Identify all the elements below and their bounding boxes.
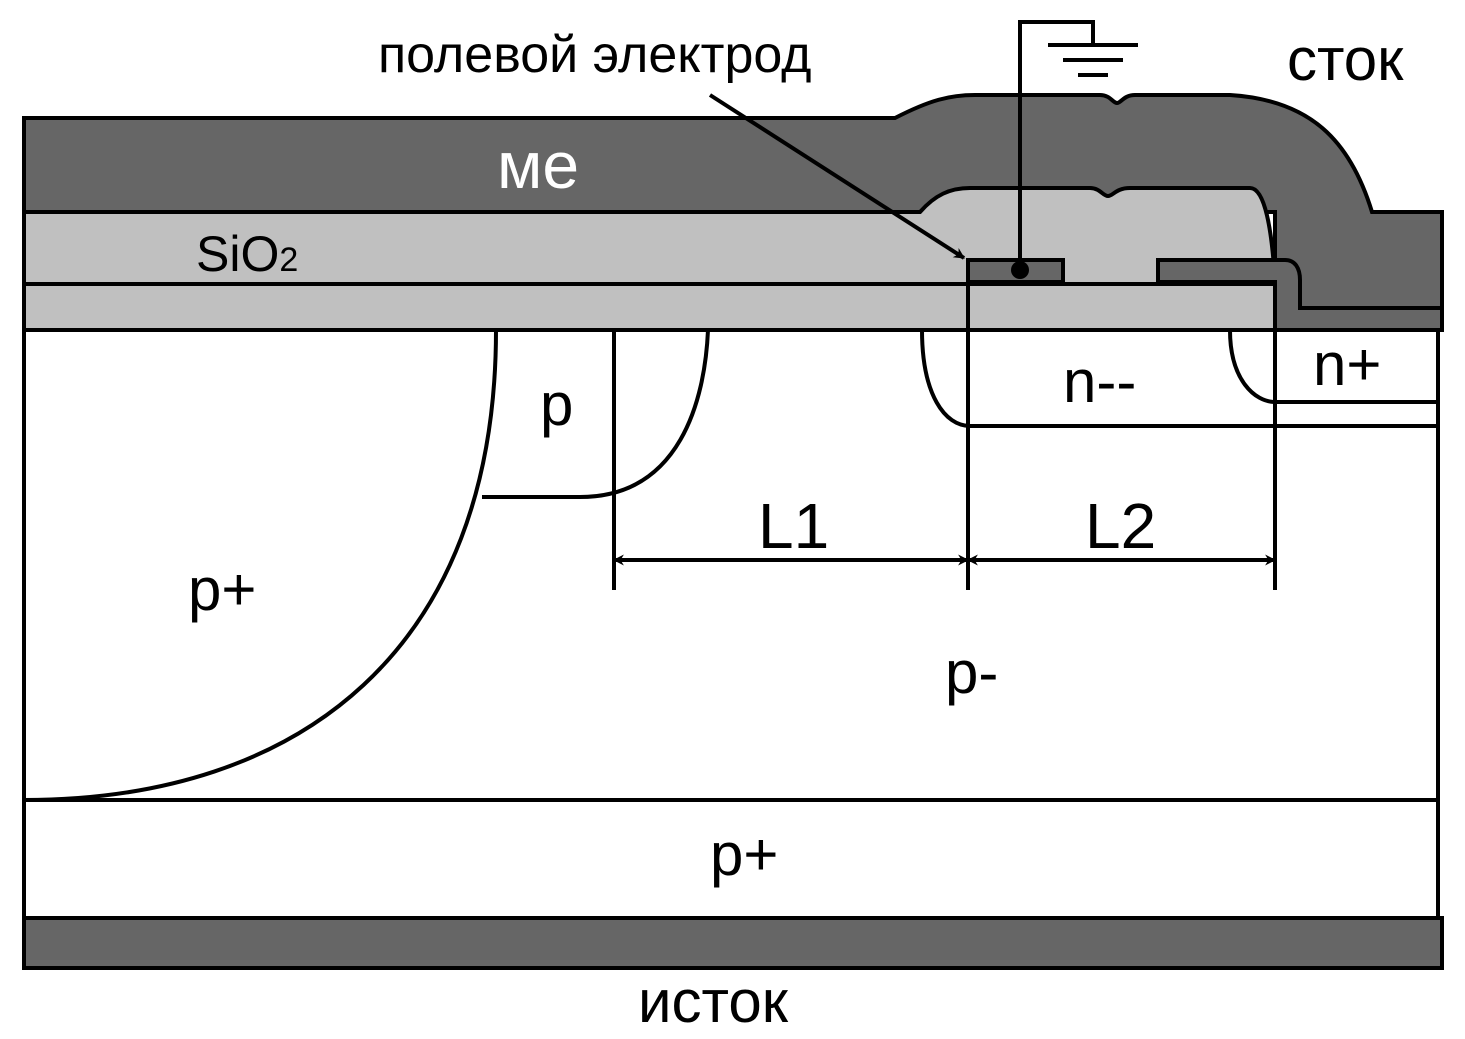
p-plus-bottom-label: p+ (710, 821, 778, 888)
drain-label: сток (1287, 26, 1404, 93)
dimension-l2-label: L2 (1085, 490, 1156, 562)
field-electrode-label: полевой электрод (378, 26, 812, 84)
source-label: исток (638, 968, 789, 1035)
n-minus-minus-label: n-- (1063, 348, 1136, 415)
oxide-label: SiO2 (196, 226, 298, 282)
oxide-label-main: SiO (196, 226, 279, 282)
p-region-label: p (540, 371, 573, 438)
field-electrode-callout-arrow (708, 93, 966, 260)
p-region-boundary (482, 329, 710, 499)
dimension-l1-label: L1 (758, 490, 829, 562)
drain-contact-tab (1156, 258, 1444, 332)
p-plus-region-boundary (23, 329, 498, 802)
p-plus-left-label: p+ (188, 556, 256, 623)
metal-label: ме (497, 128, 579, 202)
electrode-contact-dot (1011, 261, 1029, 279)
ground-icon (1048, 43, 1138, 77)
source-metal-layer (22, 916, 1444, 970)
oxide-lower-layer (22, 282, 1277, 332)
p-minus-label: p- (945, 639, 998, 706)
metal-layer (22, 93, 1444, 332)
ground-wire (1018, 20, 1095, 270)
n-plus-label: n+ (1313, 331, 1381, 398)
oxide-label-subscript: 2 (279, 241, 298, 279)
